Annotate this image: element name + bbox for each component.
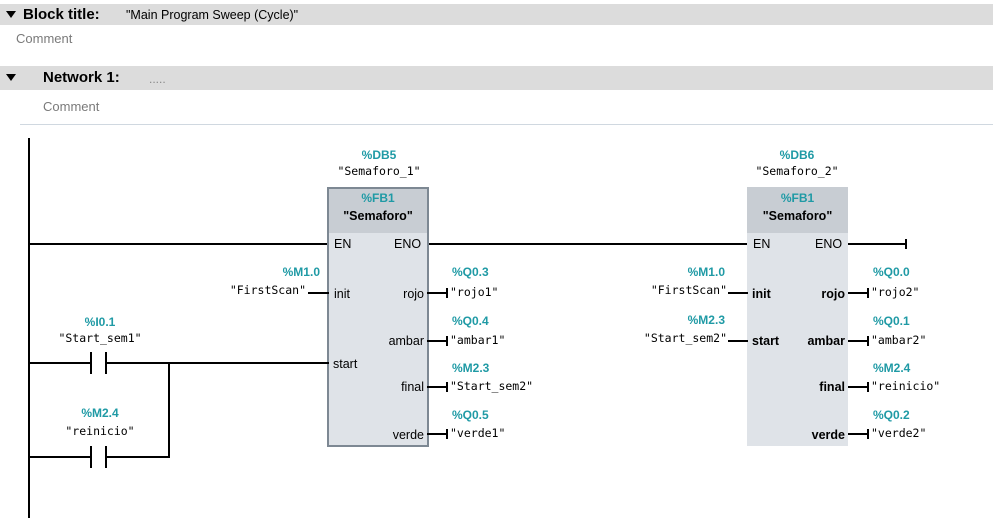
fb1-final-wire bbox=[427, 386, 447, 388]
fb2-ambar-wire bbox=[848, 340, 868, 342]
fb2-pin-ambar: ambar bbox=[807, 334, 845, 348]
fb1-pin-init: init bbox=[334, 287, 350, 301]
network-label: Network 1: bbox=[43, 69, 120, 86]
fb2-db-address: %DB6 bbox=[779, 148, 815, 162]
block-comment[interactable]: Comment bbox=[16, 31, 73, 46]
fb2-pin-rojo: rojo bbox=[821, 287, 845, 301]
fb2-fb-address: %FB1 bbox=[780, 191, 815, 205]
fb1-pin-en: EN bbox=[334, 237, 352, 251]
contact2-tag[interactable]: "reinicio" bbox=[65, 424, 135, 438]
fb1-init-address: %M1.0 bbox=[282, 265, 320, 279]
collapse-network-icon[interactable] bbox=[6, 74, 16, 81]
en-wire-1 bbox=[30, 243, 329, 245]
fb1-rojo-end bbox=[446, 288, 448, 298]
eno-2-end bbox=[905, 239, 907, 249]
fb1-verde-wire bbox=[427, 433, 447, 435]
fb2-pin-init: init bbox=[752, 287, 771, 301]
fb2-start-address: %M2.3 bbox=[687, 313, 725, 327]
or-branch-vertical bbox=[168, 362, 170, 458]
fb1-verde-address: %Q0.5 bbox=[452, 408, 489, 422]
fb1-final-address: %M2.3 bbox=[452, 361, 490, 375]
contact1-address: %I0.1 bbox=[84, 315, 116, 329]
fb1-verde-tag[interactable]: "verde1" bbox=[450, 426, 506, 440]
fb2-init-wire bbox=[728, 292, 748, 294]
fb1-pin-rojo: rojo bbox=[403, 287, 424, 301]
block-title-label: Block title: bbox=[23, 6, 100, 23]
fb2-header bbox=[747, 187, 848, 233]
fb2-pin-start: start bbox=[752, 334, 780, 348]
fb2-start-wire bbox=[728, 340, 748, 342]
network-title[interactable]: ..... bbox=[149, 72, 166, 86]
fb2-rojo-wire bbox=[848, 292, 868, 294]
fb2-init-tag[interactable]: "FirstScan" bbox=[650, 283, 727, 297]
fb2-start-tag[interactable]: "Start_sem2" bbox=[643, 331, 727, 345]
fb2-final-tag[interactable]: "reinicio" bbox=[871, 379, 941, 393]
fb1-ambar-address: %Q0.4 bbox=[452, 314, 489, 328]
fb1-pin-final: final bbox=[401, 380, 424, 394]
fb1-pin-eno: ENO bbox=[394, 237, 422, 251]
eno-en-wire bbox=[428, 243, 748, 245]
power-rail bbox=[28, 138, 30, 518]
fb2-ambar-address: %Q0.1 bbox=[873, 314, 910, 328]
fb2-ambar-end bbox=[867, 336, 869, 346]
fb2-db-name[interactable]: "Semaforo_2" bbox=[755, 164, 839, 178]
fb2-verde-tag[interactable]: "verde2" bbox=[871, 426, 927, 440]
network-comment[interactable]: Comment bbox=[43, 99, 100, 114]
fb1-db-address: %DB5 bbox=[361, 148, 397, 162]
fb2-final-end bbox=[867, 382, 869, 392]
fb1-pin-verde: verde bbox=[392, 428, 424, 442]
fb1-db-name[interactable]: "Semaforo_1" bbox=[337, 164, 421, 178]
fb1-init-tag[interactable]: "FirstScan" bbox=[229, 283, 306, 297]
network-title-bar bbox=[0, 66, 993, 90]
fb2-final-wire bbox=[848, 386, 868, 388]
contact2-left-bar[interactable] bbox=[90, 446, 92, 468]
contact1-right-wire bbox=[106, 362, 329, 364]
contact2-address: %M2.4 bbox=[81, 406, 119, 420]
block-title-bar bbox=[0, 4, 993, 25]
fb2-ambar-tag[interactable]: "ambar2" bbox=[871, 333, 927, 347]
eno-2-wire bbox=[846, 243, 906, 245]
fb2-verde-end bbox=[867, 429, 869, 439]
fb2-pin-eno: ENO bbox=[815, 237, 843, 251]
fb1-header bbox=[329, 189, 427, 233]
fb1-verde-end bbox=[446, 429, 448, 439]
fb1-rojo-wire bbox=[427, 292, 447, 294]
fb2-pin-verde: verde bbox=[811, 428, 845, 442]
fb2-rojo-end bbox=[867, 288, 869, 298]
fb1-ambar-wire bbox=[427, 340, 447, 342]
fb2-fb-name[interactable]: "Semaforo" bbox=[762, 209, 833, 223]
fb2-verde-address: %Q0.2 bbox=[873, 408, 910, 422]
fb1-fb-address: %FB1 bbox=[361, 191, 395, 205]
fb2-verde-wire bbox=[848, 433, 868, 435]
fb2-pin-en: EN bbox=[753, 237, 771, 251]
network-comment-box[interactable] bbox=[20, 90, 993, 125]
fb1-rojo-tag[interactable]: "rojo1" bbox=[450, 285, 499, 299]
fb2-final-address: %M2.4 bbox=[873, 361, 911, 375]
contact2-right-wire bbox=[106, 456, 169, 458]
fb1-pin-ambar: ambar bbox=[388, 334, 424, 348]
block-title-value[interactable]: "Main Program Sweep (Cycle)" bbox=[126, 8, 299, 22]
fb2-rojo-address: %Q0.0 bbox=[873, 265, 910, 279]
fb1-fb-name[interactable]: "Semaforo" bbox=[343, 209, 413, 223]
collapse-block-icon[interactable] bbox=[6, 11, 16, 18]
fb1-ambar-tag[interactable]: "ambar1" bbox=[450, 333, 506, 347]
contact1-tag[interactable]: "Start_sem1" bbox=[58, 331, 142, 345]
fb1-init-wire bbox=[308, 292, 329, 294]
fb1-final-end bbox=[446, 382, 448, 392]
contact1-left-wire bbox=[30, 362, 91, 364]
contact1-left-bar[interactable] bbox=[90, 352, 92, 374]
fb1-rojo-address: %Q0.3 bbox=[452, 265, 489, 279]
fb1-pin-start: start bbox=[333, 357, 358, 371]
fb2-rojo-tag[interactable]: "rojo2" bbox=[871, 285, 920, 299]
fb1-ambar-end bbox=[446, 336, 448, 346]
fb2-pin-final: final bbox=[819, 380, 845, 394]
contact2-left-wire bbox=[30, 456, 91, 458]
fb1-final-tag[interactable]: "Start_sem2" bbox=[450, 379, 534, 393]
fb2-init-address: %M1.0 bbox=[687, 265, 725, 279]
